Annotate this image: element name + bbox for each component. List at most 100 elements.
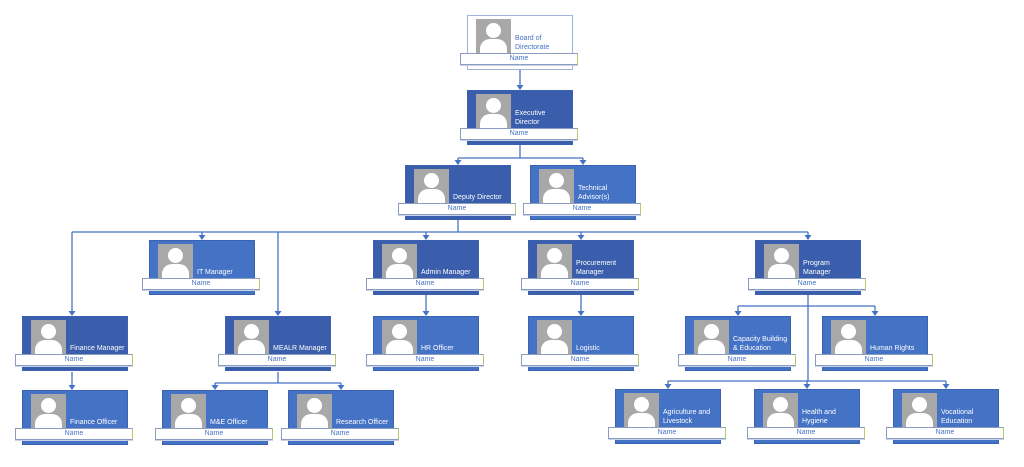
node-name-field[interactable]: Name: [142, 278, 260, 290]
org-node-mealr[interactable]: MEALR Manager Name: [218, 316, 336, 371]
arrow-head-icon: [804, 235, 812, 240]
node-role: Health and Hygiene: [802, 409, 836, 425]
node-role: Human Rights: [870, 345, 915, 352]
node-role: Executive Director: [515, 110, 546, 126]
node-name-field[interactable]: Name: [523, 203, 641, 215]
node-role: MEALR Manager: [273, 345, 327, 352]
node-role: IT Manager: [197, 269, 233, 276]
org-node-health[interactable]: Health and Hygiene Name: [747, 389, 865, 444]
arrow-head-icon: [942, 384, 950, 389]
node-role: Research Officer: [336, 419, 389, 426]
node-role: Finance Officer: [70, 419, 118, 426]
org-node-human-rights[interactable]: Human Rights Name: [815, 316, 933, 371]
person-placeholder-icon: [763, 393, 798, 429]
person-placeholder-icon: [234, 320, 269, 356]
org-node-research[interactable]: Research Officer Name: [281, 390, 399, 445]
node-name-field[interactable]: Name: [15, 354, 133, 366]
arrow-head-icon: [68, 385, 76, 390]
person-placeholder-icon: [297, 394, 332, 430]
person-placeholder-icon: [382, 320, 417, 356]
node-name-field[interactable]: Name: [281, 428, 399, 440]
person-placeholder-icon: [537, 244, 572, 280]
org-node-deputy[interactable]: Deputy Director Name: [398, 165, 516, 220]
person-placeholder-icon: [624, 393, 659, 429]
person-placeholder-icon: [476, 94, 511, 130]
arrow-head-icon: [579, 160, 587, 165]
org-node-it[interactable]: IT Manager Name: [142, 240, 260, 295]
node-role: HR Officer: [421, 345, 454, 352]
node-role: Board of Directorate: [515, 35, 550, 51]
arrow-head-icon: [803, 384, 811, 389]
person-placeholder-icon: [171, 394, 206, 430]
node-role: Deputy Director: [453, 194, 502, 201]
org-node-board[interactable]: Board of Directorate Name: [460, 15, 578, 70]
node-role: Agriculture and Livestock: [663, 409, 711, 425]
org-node-procurement[interactable]: Procurement Manager Name: [521, 240, 639, 295]
org-node-logistic[interactable]: Logistic Name: [521, 316, 639, 371]
person-placeholder-icon: [414, 169, 449, 205]
arrow-head-icon: [422, 235, 430, 240]
node-name-field[interactable]: Name: [460, 128, 578, 140]
arrow-head-icon: [734, 311, 742, 316]
arrow-head-icon: [422, 311, 430, 316]
node-name-field[interactable]: Name: [218, 354, 336, 366]
org-node-capacity[interactable]: Capacity Building & Education Name: [678, 316, 796, 371]
node-name-field[interactable]: Name: [521, 354, 639, 366]
org-node-program[interactable]: Program Manager Name: [748, 240, 866, 295]
person-placeholder-icon: [539, 169, 574, 205]
node-name-field[interactable]: Name: [748, 278, 866, 290]
arrow-head-icon: [577, 311, 585, 316]
arrow-head-icon: [198, 235, 206, 240]
node-name-field[interactable]: Name: [521, 278, 639, 290]
node-role: Program Manager: [803, 260, 831, 276]
node-role: Finance Manager: [70, 345, 125, 352]
org-node-exec[interactable]: Executive Director Name: [460, 90, 578, 145]
org-node-vocational[interactable]: Vocational Education Name: [886, 389, 1004, 444]
node-role: Capacity Building & Education: [733, 336, 788, 352]
arrow-head-icon: [274, 311, 282, 316]
org-node-admin[interactable]: Admin Manager Name: [366, 240, 484, 295]
person-placeholder-icon: [694, 320, 729, 356]
person-placeholder-icon: [831, 320, 866, 356]
node-card: Human Rights: [822, 316, 928, 371]
node-name-field[interactable]: Name: [460, 53, 578, 65]
arrow-head-icon: [577, 235, 585, 240]
person-placeholder-icon: [158, 244, 193, 280]
person-placeholder-icon: [382, 244, 417, 280]
person-placeholder-icon: [764, 244, 799, 280]
node-name-field[interactable]: Name: [155, 428, 273, 440]
org-node-finance-mgr[interactable]: Finance Manager Name: [15, 316, 133, 371]
node-role: Admin Manager: [421, 269, 471, 276]
node-name-field[interactable]: Name: [15, 428, 133, 440]
arrow-head-icon: [211, 385, 219, 390]
arrow-head-icon: [871, 311, 879, 316]
org-node-agriculture[interactable]: Agriculture and Livestock Name: [608, 389, 726, 444]
arrow-head-icon: [664, 384, 672, 389]
person-placeholder-icon: [537, 320, 572, 356]
org-node-technical[interactable]: Technical Advisor(s) Name: [523, 165, 641, 220]
org-node-finance-officer[interactable]: Finance Officer Name: [15, 390, 133, 445]
node-role: Logistic: [576, 345, 600, 352]
node-name-field[interactable]: Name: [608, 427, 726, 439]
person-placeholder-icon: [31, 320, 66, 356]
arrow-head-icon: [337, 385, 345, 390]
node-role: Technical Advisor(s): [578, 185, 610, 201]
node-name-field[interactable]: Name: [366, 278, 484, 290]
org-node-me-officer[interactable]: M&E Officer Name: [155, 390, 273, 445]
person-placeholder-icon: [476, 19, 511, 55]
node-name-field[interactable]: Name: [398, 203, 516, 215]
node-role: Procurement Manager: [576, 260, 617, 276]
person-placeholder-icon: [902, 393, 937, 429]
node-role: Vocational Education: [941, 409, 974, 425]
org-node-hr[interactable]: HR Officer Name: [366, 316, 484, 371]
node-name-field[interactable]: Name: [815, 354, 933, 366]
arrow-head-icon: [516, 85, 524, 90]
node-name-field[interactable]: Name: [747, 427, 865, 439]
node-name-field[interactable]: Name: [366, 354, 484, 366]
node-name-field[interactable]: Name: [886, 427, 1004, 439]
arrow-head-icon: [454, 160, 462, 165]
node-name-field[interactable]: Name: [678, 354, 796, 366]
node-role: M&E Officer: [210, 419, 248, 426]
person-placeholder-icon: [31, 394, 66, 430]
